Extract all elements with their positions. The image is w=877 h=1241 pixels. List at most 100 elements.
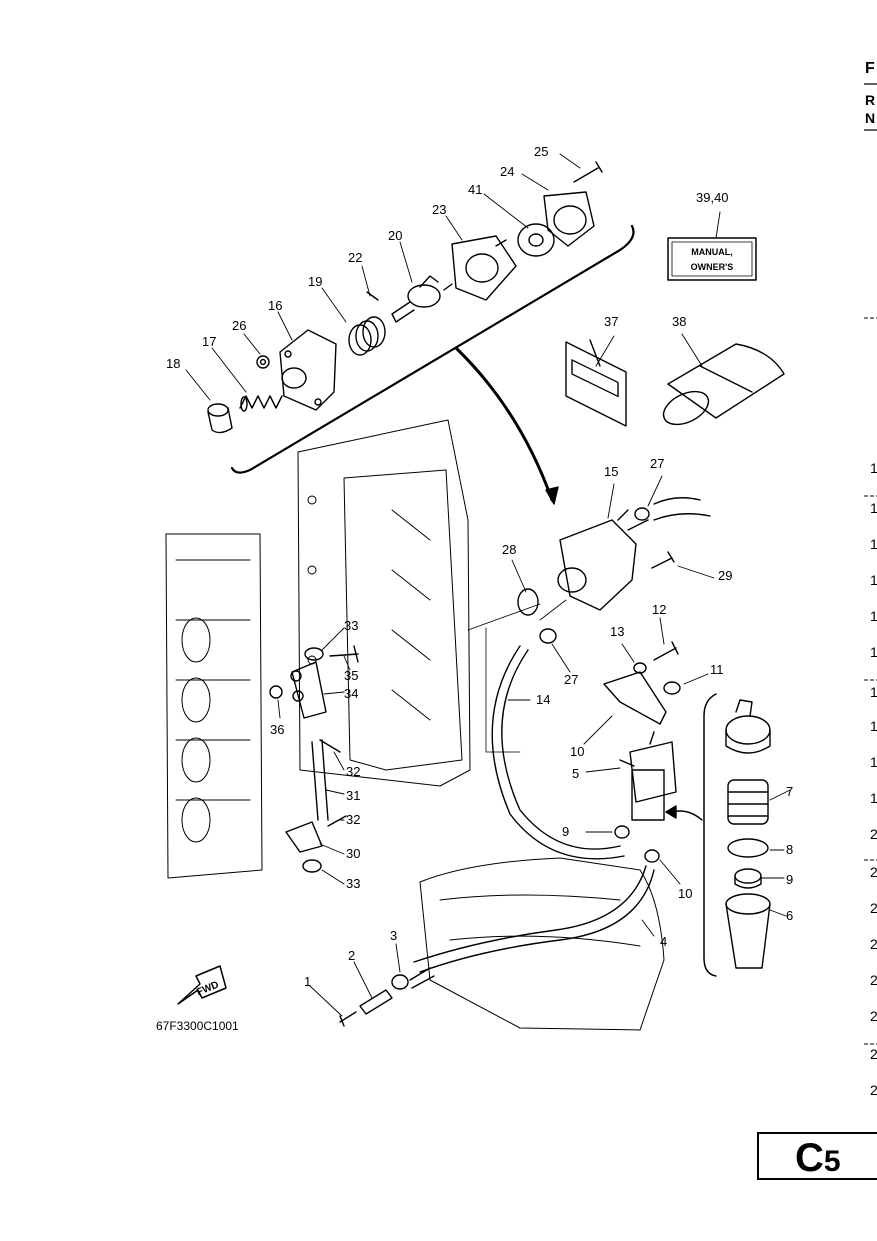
callout-labels: 25 24 41 23 20 22 19 16 26 17 18 39,40 3… — [166, 144, 793, 989]
callout-36: 36 — [270, 722, 284, 737]
edge-rule — [864, 83, 877, 131]
part-17-housing — [279, 329, 337, 411]
part-34-joint — [290, 661, 327, 719]
part-1-bolt — [339, 1011, 357, 1027]
callout-3: 3 — [390, 928, 397, 943]
part-12-nut — [663, 681, 681, 695]
part-21-thermostat — [391, 275, 441, 323]
arrow-head — [545, 486, 559, 505]
part-24-cover — [543, 191, 595, 247]
callout-16: 15 — [604, 464, 618, 479]
callout-22: 22 — [348, 250, 362, 265]
part-32-pin-bottom — [327, 815, 347, 827]
edge-header-line2: R — [865, 92, 876, 108]
callout-17: 16 — [268, 298, 282, 313]
exploded-view-bracket — [230, 224, 635, 474]
part-10-clip-b — [644, 849, 660, 863]
part-4-hose — [413, 865, 655, 973]
part-29-screw — [651, 551, 675, 569]
part-31-hose — [311, 739, 329, 821]
page-code: C5 — [795, 1136, 841, 1181]
part-23-cover — [443, 235, 517, 301]
edge-header-line3: N — [865, 110, 876, 126]
part-41-gasket — [517, 223, 555, 257]
callout-4: 4 — [660, 934, 667, 949]
manual-tag-box — [667, 237, 757, 281]
edge-header-line1: F — [865, 60, 875, 77]
part-30-clamp — [285, 821, 323, 853]
callout-27-top: 27 — [650, 456, 664, 471]
callout-21: 20 — [388, 228, 402, 243]
callout-1: 1 — [304, 974, 311, 989]
part-3-clip — [391, 974, 409, 990]
part-filter-cap-detail — [725, 699, 771, 754]
manual-tag-line2: OWNER'S — [691, 262, 734, 272]
part-15-hose — [501, 649, 621, 850]
callout-13: 12 — [652, 602, 666, 617]
part-6-cup — [725, 893, 771, 969]
callout-12: 11 — [710, 662, 724, 677]
callout-24: 24 — [500, 164, 514, 179]
side-number: 1 — [870, 500, 877, 516]
hose-connector — [409, 967, 435, 989]
callout-28: 28 — [502, 542, 516, 557]
side-number: 1 — [870, 754, 877, 770]
fuel-hose-top — [653, 497, 711, 521]
part-9-float — [734, 868, 762, 889]
part-37-tag — [565, 339, 627, 427]
callout-10b: 10 — [678, 886, 692, 901]
callout-6: 6 — [786, 908, 793, 923]
callout-19: 18 — [166, 356, 180, 371]
callout-5: 5 — [572, 766, 579, 781]
callout-10a: 9 — [562, 824, 569, 839]
side-number: 2 — [870, 864, 877, 880]
callout-27-lower: 27 — [564, 672, 578, 687]
leader-lines — [185, 153, 791, 1017]
callout-33-top: 33 — [344, 618, 358, 633]
callout-41: 41 — [468, 182, 482, 197]
callout-38: 38 — [672, 314, 686, 329]
callout-8: 8 — [786, 842, 793, 857]
callout-11: 10 — [570, 744, 584, 759]
side-number: 2 — [870, 972, 877, 988]
side-number: 2 — [870, 826, 877, 842]
part-22-pin — [366, 291, 379, 301]
side-number: 1 — [870, 790, 877, 806]
part-20-spring — [348, 316, 386, 356]
side-number: 1 — [870, 608, 877, 624]
callout-20: 19 — [308, 274, 322, 289]
part-26-nut — [256, 355, 270, 369]
callout-14: 13 — [610, 624, 624, 639]
part-35-bolt — [329, 645, 359, 663]
page-code-letter: C — [795, 1136, 824, 1180]
callout-34: 34 — [344, 686, 358, 701]
side-number: 2 — [870, 1008, 877, 1024]
side-number: 1 — [870, 572, 877, 588]
side-number: 1 — [870, 460, 877, 476]
part-27-clip-top — [634, 507, 650, 521]
side-number: 2 — [870, 1046, 877, 1062]
part-10-clip-a — [614, 825, 630, 839]
callout-26: 26 — [232, 318, 246, 333]
part-8-oring — [727, 838, 769, 858]
part-33-washer-bottom — [302, 859, 322, 873]
part-2-fitting — [359, 989, 393, 1015]
part-32-pin-top — [319, 739, 341, 753]
part-25-screw — [573, 161, 603, 183]
callout-37: 37 — [604, 314, 618, 329]
callout-29: 29 — [718, 568, 732, 583]
callout-31: 31 — [346, 788, 360, 803]
figure-code: 67F3300C1001 — [156, 1019, 239, 1033]
callout-18: 17 — [202, 334, 216, 349]
part-38-bag — [662, 343, 785, 426]
callout-30: 30 — [346, 846, 360, 861]
part-11-bracket — [603, 671, 667, 725]
engine-block — [297, 419, 471, 787]
cylinder-head — [165, 533, 263, 879]
callout-7: 7 — [786, 784, 793, 799]
callout-32-bottom: 32 — [346, 812, 360, 827]
fwd-arrow — [177, 965, 227, 1005]
part-5-fuel-filter — [619, 731, 677, 821]
callout-25: 25 — [534, 144, 548, 159]
